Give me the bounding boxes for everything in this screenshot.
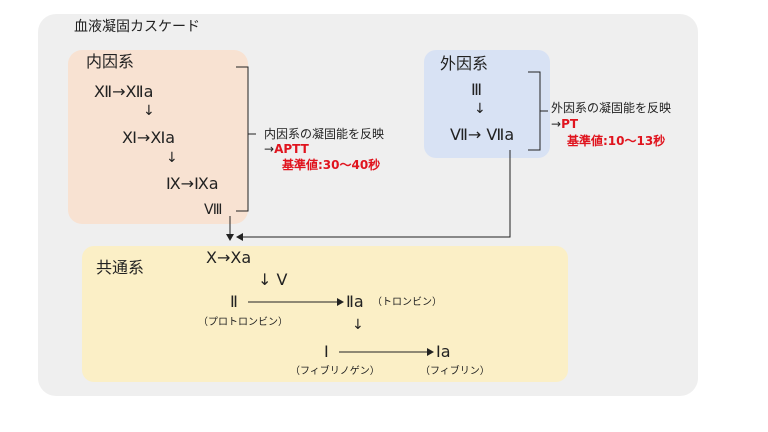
factor-10-activation: Ⅹ→Ⅹa: [206, 248, 252, 267]
prothrombin-label: （プロトロンビン）: [198, 317, 288, 328]
extrinsic-bracket: [528, 71, 548, 151]
intrinsic-note: 内因系の凝固能を反映: [264, 127, 385, 141]
extrinsic-test-arrow: →: [551, 117, 562, 131]
factor-12-activation: Ⅻ→Ⅻa: [94, 82, 154, 101]
pt-test: PT: [561, 117, 579, 131]
intrinsic-test-arrow: →: [264, 142, 275, 156]
common-pathway-box: [82, 246, 568, 382]
factor-1: Ⅰ: [324, 342, 329, 361]
intrinsic-pathway-box: [68, 50, 248, 224]
thrombin-label: （トロンビン）: [372, 297, 442, 308]
down-arrow-12-11: ↓: [143, 103, 155, 119]
aptt-test: APTT: [274, 142, 309, 156]
factor-2a: Ⅱa: [346, 292, 364, 311]
extrinsic-note: 外因系の凝固能を反映: [551, 101, 672, 115]
down-arrow-11-9: ↓: [166, 150, 178, 166]
pt-reference-range: 基準値:10〜13秒: [567, 134, 666, 148]
fibrin-label: （フィブリン）: [420, 366, 490, 377]
factor-8: Ⅷ: [204, 202, 223, 218]
factor-7-activation: Ⅶ→ Ⅶa: [450, 125, 515, 144]
factor-11-activation: Ⅺ→Ⅺa: [122, 128, 176, 147]
extrinsic-label: 外因系: [440, 54, 489, 73]
factor-2: Ⅱ: [230, 292, 238, 311]
down-arrow-3-7: ↓: [474, 101, 486, 117]
factor-9-activation: Ⅸ→Ⅸa: [166, 174, 219, 193]
common-label: 共通系: [96, 258, 145, 277]
intrinsic-label: 内因系: [86, 52, 135, 71]
down-arrow-2a-1: ↓: [352, 317, 364, 333]
intrinsic-test-line: →APTT: [264, 143, 309, 155]
intrinsic-bracket: [236, 66, 256, 212]
aptt-reference-range: 基準値:30〜40秒: [282, 158, 381, 172]
extrinsic-to-common-arrow: [236, 150, 511, 241]
fibrinogen-label: （フィブリノゲン）: [290, 366, 380, 377]
page-title: 血液凝固カスケード: [74, 19, 200, 35]
factor-1a: Ⅰa: [436, 342, 451, 361]
extrinsic-test-line: →PT: [551, 118, 578, 130]
extrinsic-pathway-box: [424, 50, 550, 158]
factor-3: Ⅲ: [471, 80, 483, 99]
factor-5: ↓ Ⅴ: [258, 270, 288, 289]
